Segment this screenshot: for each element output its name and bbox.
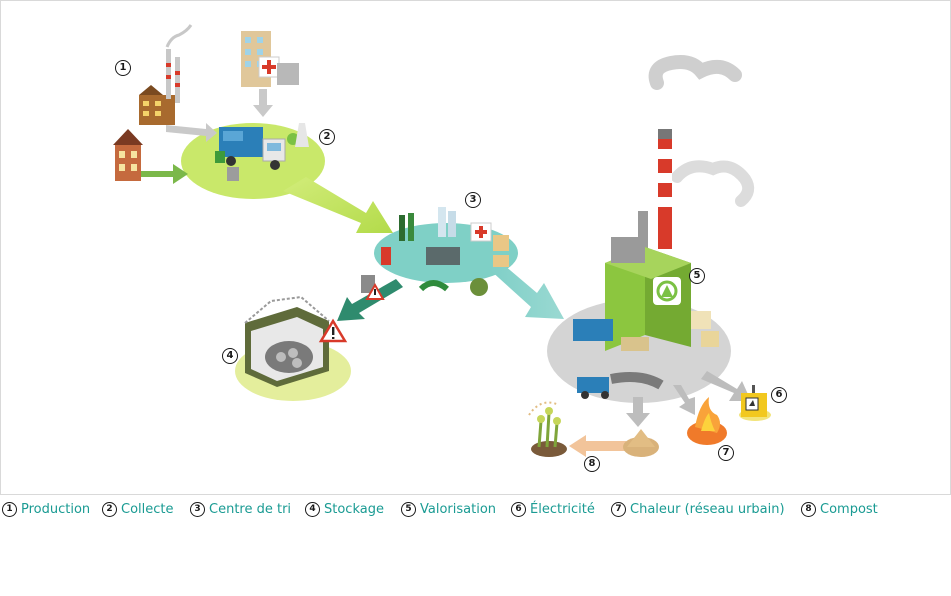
marker-2: 2 <box>319 129 335 145</box>
legend-item-compost: 8 Compost <box>801 502 878 517</box>
legend-number: 4 <box>305 502 320 517</box>
marker-5: 5 <box>689 268 705 284</box>
legend-label: Chaleur (réseau urbain) <box>630 502 785 517</box>
flow-arrow-plant-compost <box>626 397 650 427</box>
legend-label: Stockage <box>324 502 384 517</box>
flow-arrow-sort-plant <box>489 259 564 319</box>
legend-number: 3 <box>190 502 205 517</box>
bunker-icon <box>244 295 330 387</box>
factory-icon <box>139 24 193 125</box>
flow-arrow-plant-heat <box>673 385 695 415</box>
flame-icon <box>687 397 727 445</box>
legend-label: Compost <box>820 502 878 517</box>
flow-arrow-house <box>141 164 188 184</box>
legend-item-collecte: 2 Collecte <box>102 502 174 517</box>
legend: 1 Production 2 Collecte 3 Centre de tri … <box>0 502 951 522</box>
legend-number: 5 <box>401 502 416 517</box>
house-icon <box>113 129 143 181</box>
hazard-icon <box>365 282 385 300</box>
marker-6: 6 <box>771 387 787 403</box>
garbage-truck-icon <box>215 123 309 181</box>
flow-arrow-compost-field <box>569 435 626 457</box>
legend-number: 1 <box>2 502 17 517</box>
flow-arrow-plant-electricity <box>701 371 751 401</box>
legend-label: Centre de tri <box>209 502 292 517</box>
legend-number: 7 <box>611 502 626 517</box>
marker-7: 7 <box>718 445 734 461</box>
legend-item-electricite: 6 Électricité <box>511 502 595 517</box>
sorting-center-icon <box>361 207 509 296</box>
compost-icon <box>528 401 659 457</box>
legend-label: Production <box>21 502 91 517</box>
flow-arrow-hospital <box>253 89 273 117</box>
marker-4: 4 <box>222 348 238 364</box>
marker-3: 3 <box>465 192 481 208</box>
hospital-icon <box>241 31 299 87</box>
marker-8: 8 <box>584 456 600 472</box>
legend-item-production: 1 Production <box>2 502 90 517</box>
flow-arrow-collect-sort <box>283 177 393 233</box>
flow-arrow-factory <box>166 123 217 142</box>
legend-number: 2 <box>102 502 117 517</box>
legend-item-chaleur: 7 Chaleur (réseau urbain) <box>611 502 785 517</box>
legend-item-centre-de-tri: 3 Centre de tri <box>190 502 291 517</box>
legend-item-stockage: 4 Stockage <box>305 502 384 517</box>
legend-label: Électricité <box>530 502 595 517</box>
legend-number: 8 <box>801 502 816 517</box>
legend-label: Collecte <box>121 502 174 517</box>
legend-number: 6 <box>511 502 526 517</box>
hazard-icon <box>318 318 348 343</box>
diagram-frame: 1 2 3 4 5 6 7 8 <box>0 0 951 495</box>
electricity-icon <box>739 385 771 421</box>
legend-item-valorisation: 5 Valorisation <box>401 502 496 517</box>
waste-flow-diagram <box>113 24 771 457</box>
legend-label: Valorisation <box>420 502 497 517</box>
marker-1: 1 <box>115 60 131 76</box>
recycle-icon <box>653 277 681 305</box>
